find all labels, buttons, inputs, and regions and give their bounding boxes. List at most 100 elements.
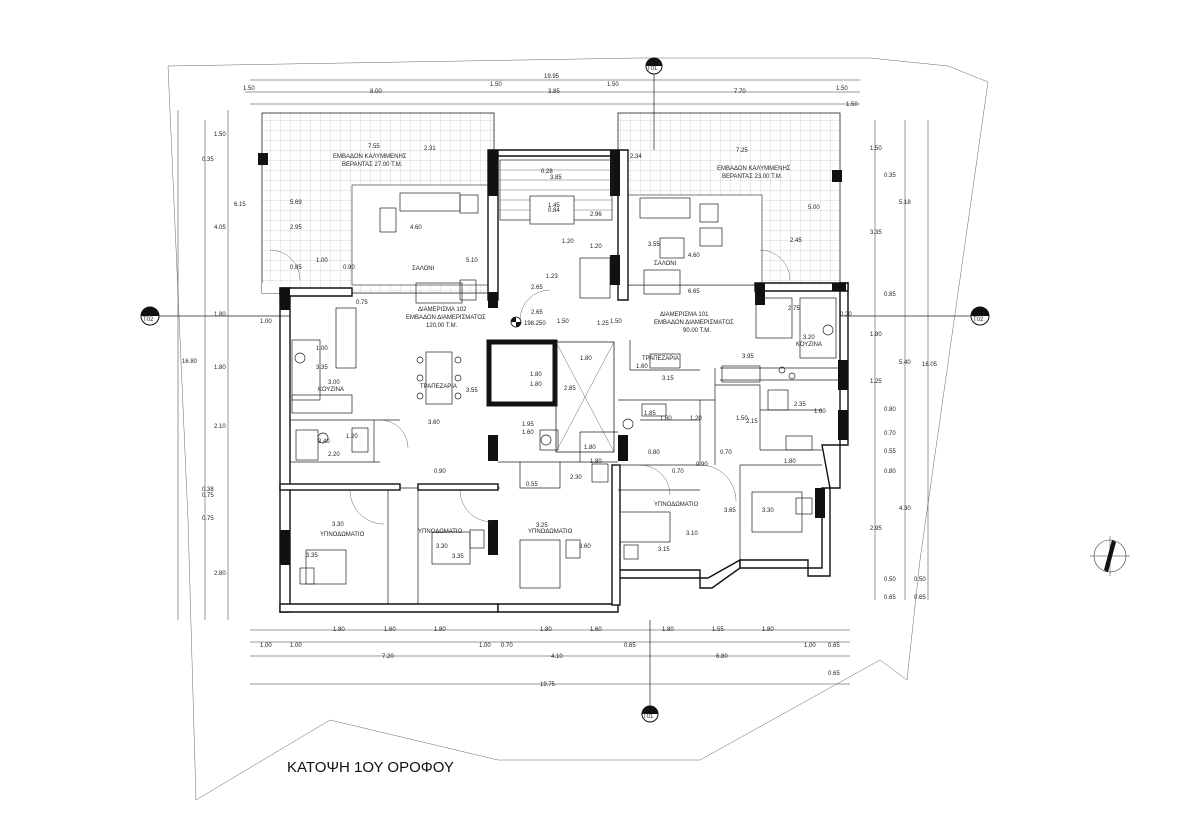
dim-right-9: 0.55 [884,449,896,455]
section-mark-right: T02 [973,317,984,323]
level-marker-icon [510,316,522,328]
dim-right-10: 0.80 [884,469,896,475]
interior-dim-74: 3.65 [724,508,736,514]
dim-bottom-r2-2: 1.00 [290,643,302,649]
interior-dim-77: 3.10 [686,531,698,537]
interior-dim-61: 3.15 [662,376,674,382]
dim-bottom-r1-6: 1.80 [662,627,674,633]
plot-boundary [167,57,989,801]
bedroom-1-label: ΥΠΝΟΔΩΜΑΤΙΟ [320,532,365,538]
section-mark-left: T02 [143,317,154,323]
interior-dim-27: 1.23 [546,274,558,280]
level-marker-label: 198.250 [524,321,546,327]
dim-left-100: 1.00 [260,319,272,325]
dim-bottom-r3-1: 7.20 [382,654,394,660]
interior-dim-68: 1.60 [814,409,826,415]
dim-left-8: 0.75 [202,493,214,499]
dim-left-total: 16.80 [182,359,198,365]
interior-dim-1: 7.55 [368,144,380,150]
interior-dim-76: 3.15 [658,547,670,553]
interior-dim-69: 1.80 [784,459,796,465]
dim-bottom-r1-2: 1.60 [384,627,396,633]
section-mark-bottom: T01 [643,714,654,720]
kitchen-right-label: ΚΟΥΖΙΝΑ [796,342,822,348]
dim-right-4: 0.85 [884,292,896,298]
dim-left-5: 1.80 [214,365,226,371]
dining-left-label: ΤΡΑΠΕΖΑΡΙΑ [420,384,457,390]
dim-left-col2-1: 6.15 [234,202,246,208]
interior-dim-40: 0.55 [526,482,538,488]
interior-dim-73: 0.90 [696,462,708,468]
dim-bottom-r3-3: 6.80 [716,654,728,660]
interior-dim-54: 6.65 [688,289,700,295]
dim-left-9: 0.75 [202,516,214,522]
dim-bottom-r1-1: 1.80 [333,627,345,633]
interior-dim-22: 1.45 [548,203,560,209]
dim-right-total: 16.05 [922,362,938,368]
interior-dim-67: 2.35 [794,402,806,408]
dim-bottom-r1-5: 1.60 [590,627,602,633]
dim-right-2: 0.35 [884,173,896,179]
interior-dim-8: 0.90 [343,265,355,271]
interior-dim-19: 0.90 [434,469,446,475]
interior-dim-33: 1.80 [530,372,542,378]
dim-left-7: 0.38 [202,487,214,493]
dim-right-6: 1.25 [870,379,882,385]
interior-dim-14: 3.55 [466,388,478,394]
dim-right-5: 1.80 [870,332,882,338]
interior-dim-17: 1.20 [346,434,358,440]
dim-top-4: 3.85 [548,89,560,95]
interior-dim-7: 0.85 [290,265,302,271]
interior-dim-45: 3.30 [436,544,448,550]
dim-bottom-r1-3: 1.80 [434,627,446,633]
dim-right-11: 2.95 [870,526,882,532]
dim-top-1: 1.50 [243,86,255,92]
dim-left-3: 4.05 [214,225,226,231]
structural-columns [258,150,848,565]
dim-bottom-r2-4: 0.70 [501,643,513,649]
dim-top-total: 19.95 [544,74,560,80]
interior-dim-28: 2.65 [531,285,543,291]
dim-top-150: 1.50 [846,102,858,108]
dim-top-5: 1.50 [607,82,619,88]
interior-dim-34: 1.80 [530,382,542,388]
interior-dim-64: 1.20 [690,416,702,422]
dim-bottom-r3-2: 4.10 [551,654,563,660]
interior-dim-29: 2.65 [531,310,543,316]
dim-right-col2-2: 5.40 [899,360,911,366]
interior-dim-5: 4.60 [410,225,422,231]
interior-dim-60: 1.60 [636,364,648,370]
interior-dim-20: 0.28 [541,169,553,175]
dim-right-1: 1.50 [870,146,882,152]
interior-dim-44: 3.30 [332,522,344,528]
dim-right-3: 3.35 [870,230,882,236]
dim-bottom-total: 19.75 [540,682,556,688]
drawing-title: ΚΑΤΟΨΗ 1ΟΥ ΟΡΟΦΟΥ [287,759,454,776]
interior-dim-57: 0.20 [840,312,852,318]
dim-bottom-r3-right: 0.65 [828,671,840,677]
interior-dim-47: 3.35 [452,554,464,560]
dim-left-6: 2.10 [214,424,226,430]
interior-dim-36: 1.95 [522,422,534,428]
interior-dim-55: 1.50 [610,319,622,325]
dim-left-1: 1.50 [214,132,226,138]
interior-dim-21: 3.85 [550,175,562,181]
interior-dim-31: 1.25 [597,321,609,327]
dim-top-7: 1.50 [836,86,848,92]
kitchen-left-label: ΚΟΥΖΙΝΑ [318,387,344,393]
dim-bottom-r2-3: 1.00 [479,643,491,649]
interior-dim-38: 1.80 [584,445,596,451]
interior-dim-59: 3.95 [742,354,754,360]
dim-right-col2-1: 5.18 [899,200,911,206]
interior-dim-63: 1.60 [660,416,672,422]
dim-bottom-r1-7: 1.55 [712,627,724,633]
interior-dim-71: 0.80 [648,450,660,456]
dim-top-3: 1.50 [490,82,502,88]
dim-right-8: 0.70 [884,431,896,437]
interior-dim-56: 2.75 [788,306,800,312]
dim-top-6: 7.70 [734,89,746,95]
interior-dim-43: 3.60 [579,544,591,550]
